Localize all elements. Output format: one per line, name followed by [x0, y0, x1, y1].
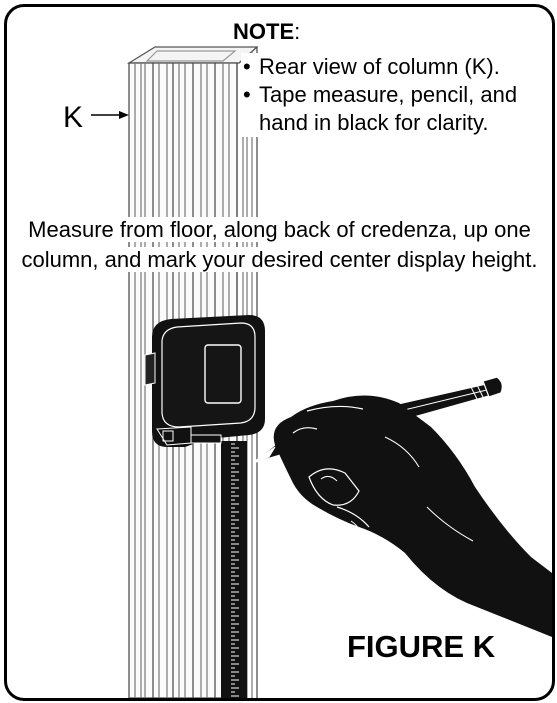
tape-blade — [221, 441, 247, 698]
note-item-black-clarity: Tape measure, pencil, and hand in black … — [241, 81, 552, 137]
column-k-label: K — [63, 101, 84, 134]
figure-frame: NOTE: Rear view of column (K). Tape meas… — [4, 4, 555, 701]
note-list: Rear view of column (K). Tape measure, p… — [241, 53, 552, 137]
figure-label: FIGURE K — [347, 629, 496, 664]
instruction-text: Measure from floor, along back of creden… — [21, 217, 538, 272]
callout-arrow — [91, 111, 129, 119]
hand — [273, 395, 552, 637]
tape-measure — [144, 315, 265, 447]
note-heading: NOTE: — [233, 19, 301, 44]
illustration — [91, 46, 552, 698]
note-item-rear-view: Rear view of column (K). — [241, 53, 552, 81]
